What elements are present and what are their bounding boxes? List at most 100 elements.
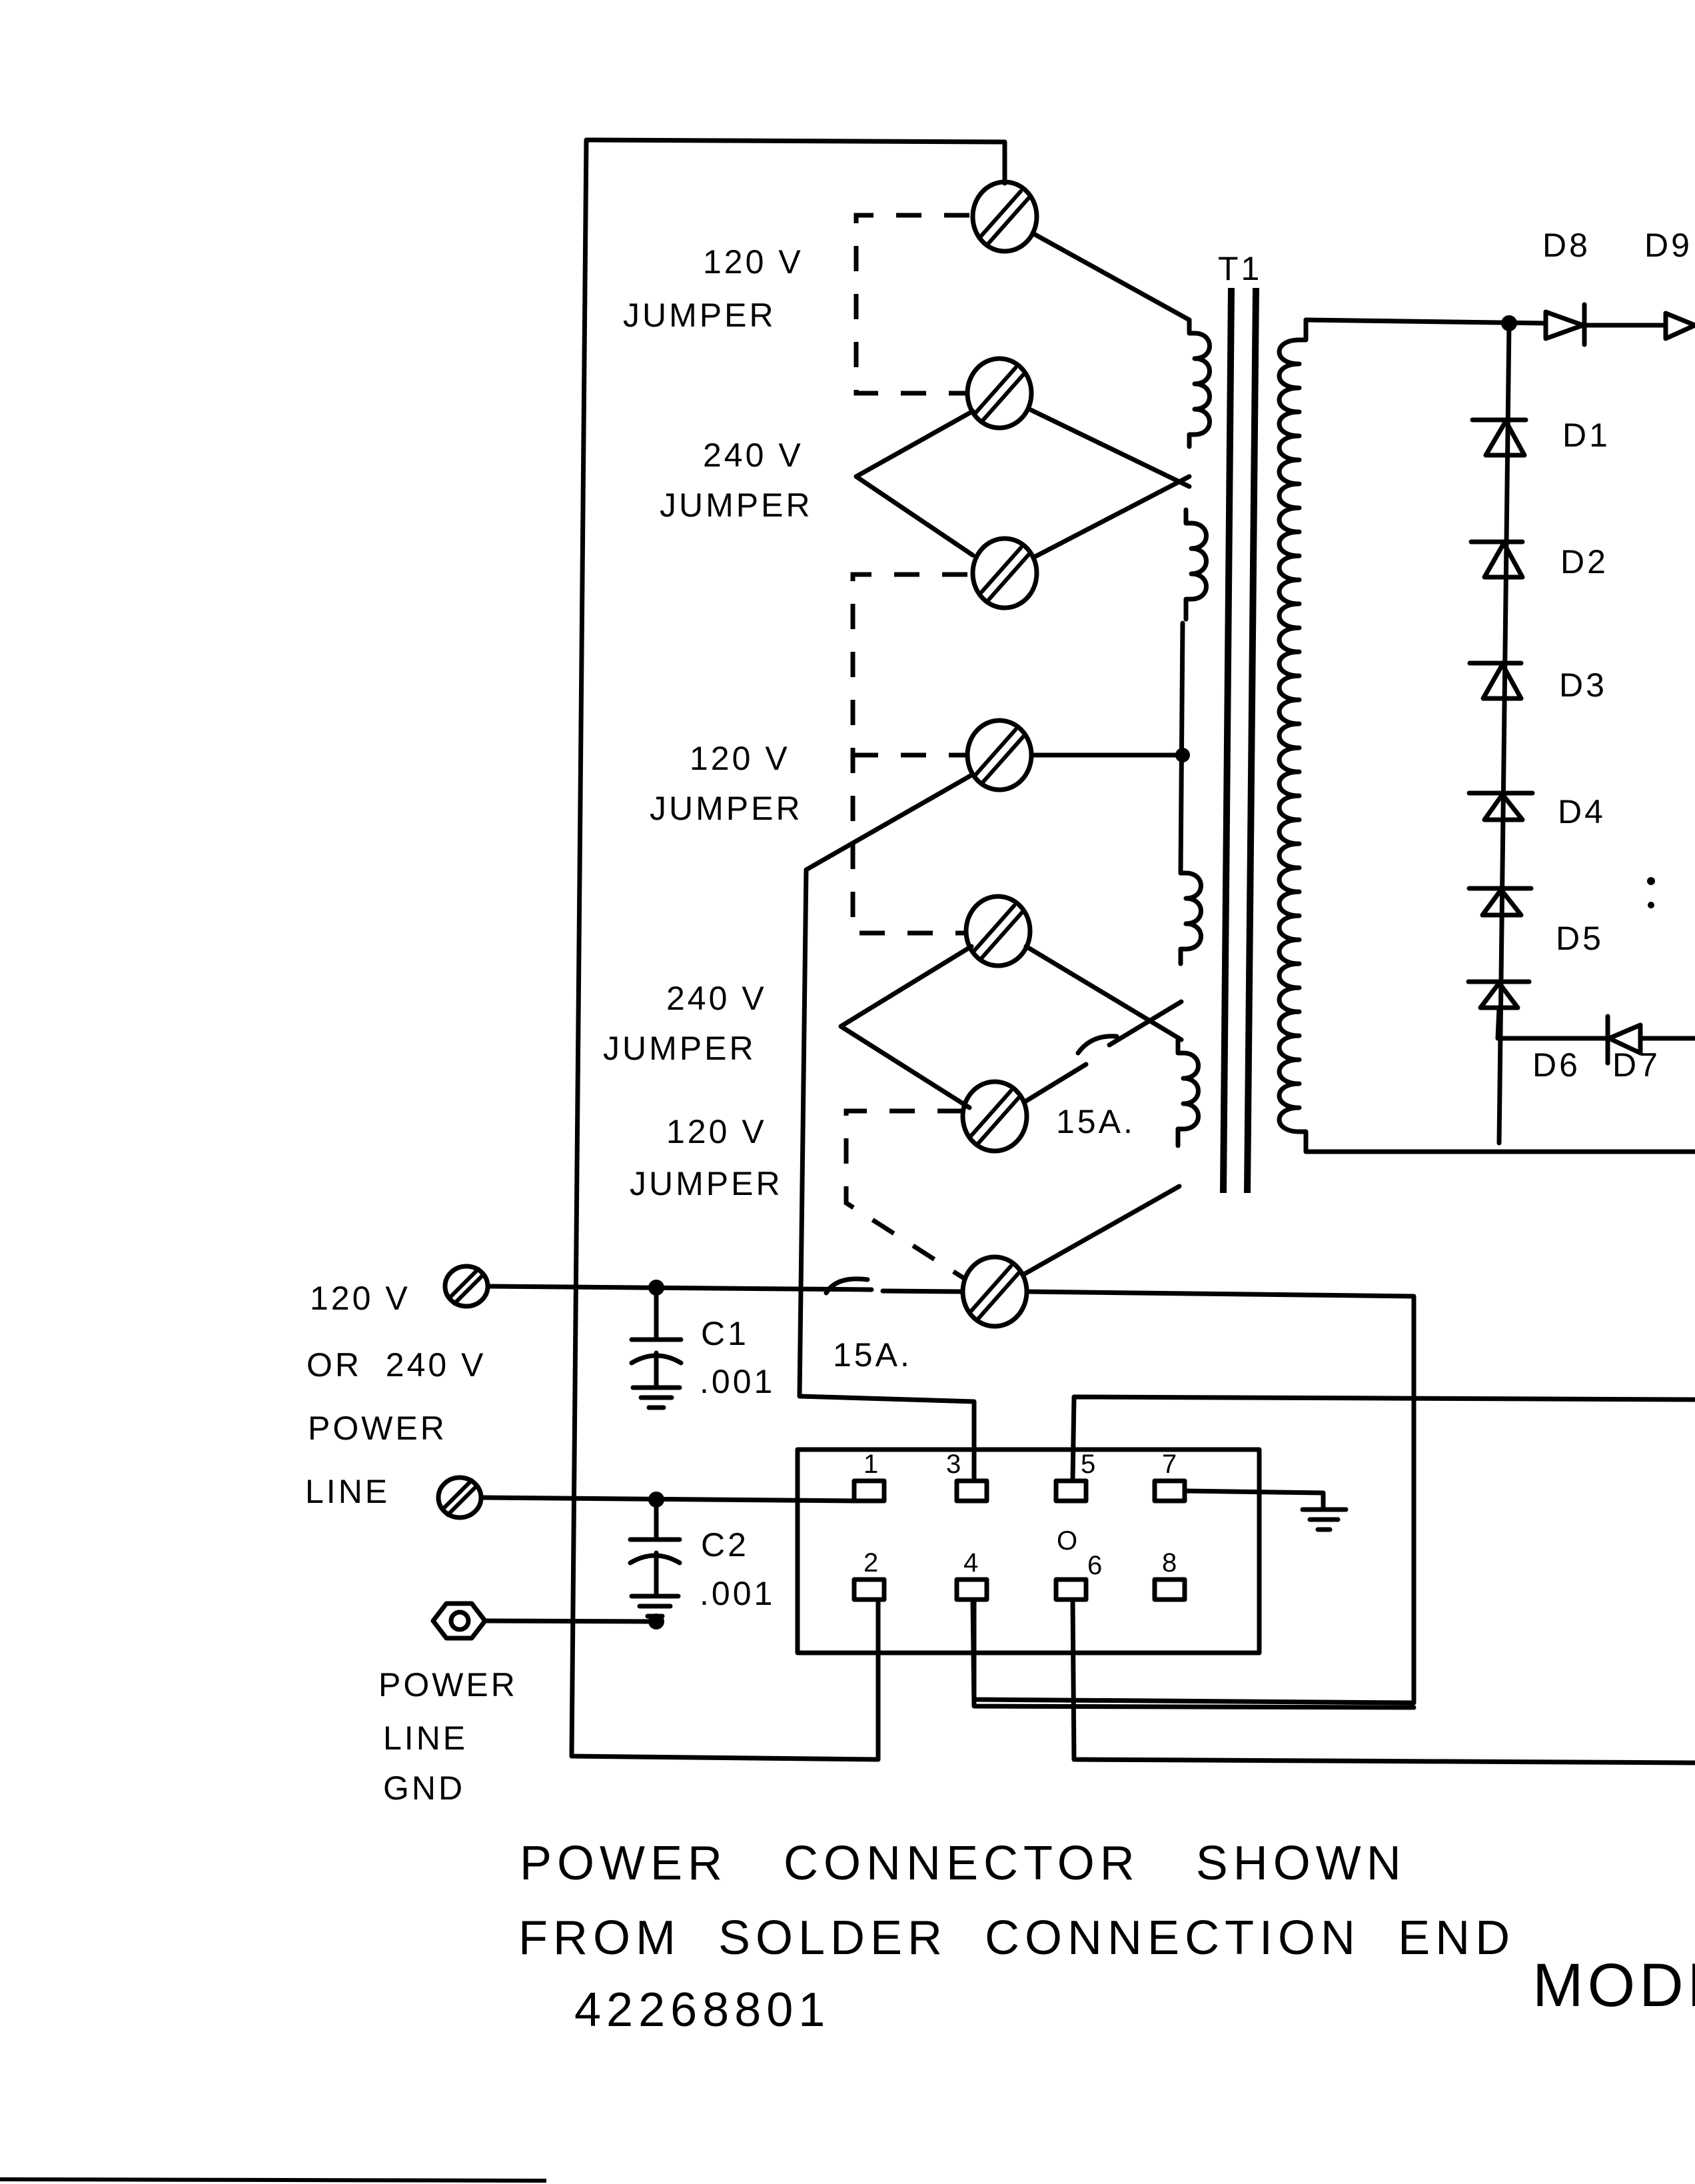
wire: [1030, 231, 1192, 323]
power-input-label: LINE: [305, 1473, 390, 1510]
ground-label: LINE: [383, 1719, 468, 1757]
transformer-core-line: [1244, 287, 1259, 1194]
jumper-voltage-label: 240 V: [703, 437, 804, 474]
junction-dot: [1175, 748, 1190, 762]
connector-pin-label-6: 6: [1087, 1551, 1102, 1580]
connector-pin-label-5: 5: [1081, 1450, 1095, 1479]
jumper-voltage-label: 120 V: [703, 243, 804, 281]
power-connector-outline: [795, 1447, 1262, 1655]
terminal-screw-icon: [960, 1079, 1029, 1154]
connector-pin-8: [1152, 1577, 1187, 1602]
wire: [478, 1495, 857, 1504]
primary-coil-3: [1178, 870, 1203, 966]
diode-d2-icon: [1468, 539, 1525, 580]
primary-coil-4: [1175, 1037, 1201, 1148]
connector-pin-label-3: 3: [946, 1450, 961, 1479]
fuse-15a-arc: [824, 1276, 870, 1296]
connector-pin-1: [851, 1478, 887, 1504]
capacitor-c2-icon: [628, 1497, 682, 1619]
connector-pin-label-1: 1: [863, 1450, 878, 1479]
connector-note-line-2: FROM SOLDER CONNECTION END: [518, 1911, 1515, 1965]
ink-speck: [1647, 877, 1655, 885]
wire: [971, 1289, 1416, 1705]
diode-label-d5: D5: [1556, 920, 1604, 957]
jumper-word-label: JUMPER: [623, 297, 776, 334]
wire: [1031, 474, 1192, 560]
ground-label: POWER: [378, 1666, 518, 1703]
wire: [1070, 1394, 1695, 1484]
wire: [484, 1618, 659, 1624]
wire: [1023, 944, 1184, 1042]
wire: [486, 1284, 874, 1292]
connector-pins: [851, 1478, 1187, 1602]
diode-d4-icon: [1466, 790, 1535, 822]
terminal-screw-icon: [965, 356, 1034, 431]
ink-speck: [1648, 902, 1654, 908]
fuse-15a-arc: [1075, 1034, 1119, 1056]
connector-pin-3: [954, 1478, 989, 1504]
capacitor-name-c1: C1: [701, 1315, 749, 1352]
diode-label-d8: D8: [1542, 227, 1590, 264]
jumper-voltage-label: 120 V: [690, 740, 790, 777]
junction-dot: [648, 1614, 664, 1630]
power-input-label: OR 240 V: [306, 1346, 486, 1384]
ground-label: GND: [383, 1769, 465, 1807]
connector-pin-label-2: 2: [863, 1548, 878, 1578]
jumper-voltage-label: 120 V: [666, 1113, 767, 1150]
connector-pin-6: [1053, 1577, 1089, 1602]
wire: [1107, 999, 1184, 1048]
connector-pin-4: [954, 1577, 989, 1602]
wire: [970, 1597, 1416, 1710]
wire: [1182, 1488, 1326, 1510]
neutral-terminal-icon: [436, 1475, 484, 1520]
jumper-240v-1: [853, 409, 975, 558]
capacitor-name-c2: C2: [701, 1526, 749, 1564]
diode-d8-icon: [1543, 302, 1668, 347]
wire: [1070, 1597, 1695, 1765]
connector-pin-7: [1152, 1478, 1187, 1504]
jumper-voltage-label: 240 V: [666, 980, 767, 1017]
connector-key-marker: O: [1057, 1526, 1077, 1556]
terminal-screw-icon: [965, 718, 1034, 792]
connector-pin-5: [1053, 1478, 1089, 1504]
jumper-word-label: JUMPER: [650, 790, 803, 827]
diode-label-d6: D6: [1532, 1046, 1580, 1084]
jumper-word-label: JUMPER: [603, 1030, 756, 1067]
connector-pin-label-7: 7: [1162, 1450, 1177, 1479]
wire: [797, 772, 977, 1484]
diode-label-d1: D1: [1562, 417, 1610, 454]
transformer-core-line: [1220, 287, 1235, 1194]
fuse-label: 15A.: [833, 1336, 912, 1374]
page-edge-line: [0, 2177, 547, 2183]
terminal-screw-icon: [970, 179, 1039, 254]
diode-d1-icon: [1470, 417, 1528, 458]
capacitor-value-c2: .001: [700, 1575, 775, 1612]
diode-d9-icon: [1663, 311, 1695, 341]
wire: [1495, 1005, 1610, 1041]
terminal-screw-icon: [963, 894, 1033, 968]
jumper-240v-2: [838, 944, 974, 1110]
diode-label-d7: D7: [1612, 1046, 1660, 1084]
diode-d3-icon: [1467, 660, 1524, 701]
model-label: MODE: [1532, 1951, 1695, 2019]
capacitor-c1-icon: [629, 1285, 684, 1410]
line-terminal-icon: [442, 1264, 490, 1309]
fuse-label: 15A.: [1056, 1103, 1135, 1140]
connector-note-line-1: POWER CONNECTOR SHOWN: [520, 1837, 1407, 1890]
diode-d5-icon: [1466, 886, 1534, 918]
wire: [880, 1288, 965, 1294]
power-input-label: POWER: [308, 1410, 447, 1447]
diode-label-d4: D4: [1558, 793, 1606, 830]
jumper-120v-3-dashed: [844, 1108, 967, 1282]
terminal-screw-icon: [970, 536, 1039, 610]
diode-label-d2: D2: [1560, 543, 1608, 580]
jumper-120v-1-dashed: [853, 213, 969, 396]
connector-pin-label-8: 8: [1162, 1548, 1177, 1578]
ground-hex-terminal-icon: [430, 1601, 488, 1641]
connector-pin-label-4: 4: [963, 1548, 978, 1578]
wire-fuse-path: [1023, 1062, 1089, 1104]
secondary-coil: [1277, 317, 1695, 1154]
jumper-word-label: JUMPER: [630, 1165, 783, 1202]
wire: [1020, 1184, 1182, 1278]
